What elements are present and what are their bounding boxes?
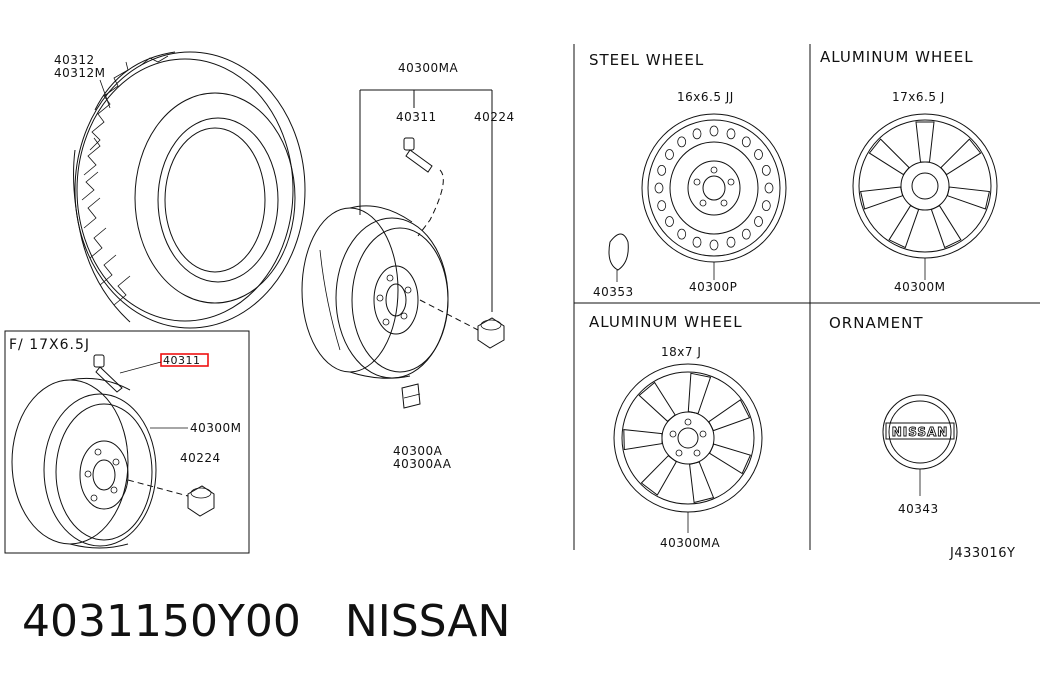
ornament-part-label: 40343 bbox=[898, 502, 939, 516]
tire-drawing bbox=[73, 51, 306, 329]
inset-valve-drawing bbox=[93, 354, 123, 393]
tire-alt-part-label: 40312M bbox=[54, 66, 106, 80]
inset-title: F/ 17X6.5J bbox=[9, 337, 90, 353]
inset-lug-nut-drawing bbox=[187, 485, 215, 517]
steel-wheel-drawing bbox=[641, 113, 787, 263]
aluminum-wheel-17-size: 17x6.5 J bbox=[892, 90, 945, 104]
valve-part-label: 40311 bbox=[396, 110, 437, 124]
aluminum-wheel-18-drawing bbox=[613, 363, 763, 513]
valve-drawing bbox=[403, 137, 433, 173]
inset-wheel-part-label: 40300M bbox=[190, 421, 242, 435]
aluminum-wheel-17-part-label: 40300M bbox=[894, 280, 946, 294]
main-wheel-drawing bbox=[301, 205, 449, 379]
lug-nut-drawing bbox=[477, 317, 505, 349]
inset-wheel-drawing bbox=[11, 377, 157, 549]
aluminum-wheel-18-size: 18x7 J bbox=[661, 345, 701, 359]
weight-a-part-label: 40300A bbox=[393, 444, 443, 458]
nut-part-label: 40224 bbox=[474, 110, 515, 124]
inset-nut-part-label: 40224 bbox=[180, 451, 221, 465]
nissan-logo-text: NISSAN bbox=[892, 425, 949, 439]
steel-wheel-part-label: 40300P bbox=[689, 280, 737, 294]
aluminum-wheel-18-part-label: 40300MA bbox=[660, 536, 721, 550]
steel-wheel-title: STEEL WHEEL bbox=[589, 51, 704, 69]
center-cap-drawing bbox=[608, 233, 629, 271]
inset-box bbox=[4, 330, 250, 554]
balance-weight-drawing bbox=[401, 383, 421, 409]
wheel-assy-part-label: 40300MA bbox=[398, 61, 459, 75]
tire-part-label: 40312 bbox=[54, 53, 95, 67]
product-caption: 4031150Y00 NISSAN bbox=[22, 596, 510, 647]
center-cap-part-label: 40353 bbox=[593, 285, 634, 299]
aluminum-wheel-17-drawing bbox=[852, 113, 998, 259]
steel-wheel-size: 16x6.5 JJ bbox=[677, 90, 734, 104]
part-number: 4031150Y00 bbox=[22, 596, 301, 647]
ornament-title: ORNAMENT bbox=[829, 314, 924, 332]
brand-name: NISSAN bbox=[344, 596, 511, 647]
nissan-ornament-drawing: NISSAN bbox=[882, 394, 958, 470]
parts-diagram: 40312 40312M 40300MA 40311 40224 4030 bbox=[4, 44, 1040, 561]
inset-valve-part-label: 40311 bbox=[163, 354, 201, 367]
aluminum-wheel-18-title: ALUMINUM WHEEL bbox=[589, 313, 743, 331]
aluminum-wheel-17-title: ALUMINUM WHEEL bbox=[820, 48, 974, 66]
weight-aa-part-label: 40300AA bbox=[393, 457, 452, 471]
diagram-code: J433016Y bbox=[949, 546, 1015, 561]
highlight-box bbox=[160, 353, 209, 367]
